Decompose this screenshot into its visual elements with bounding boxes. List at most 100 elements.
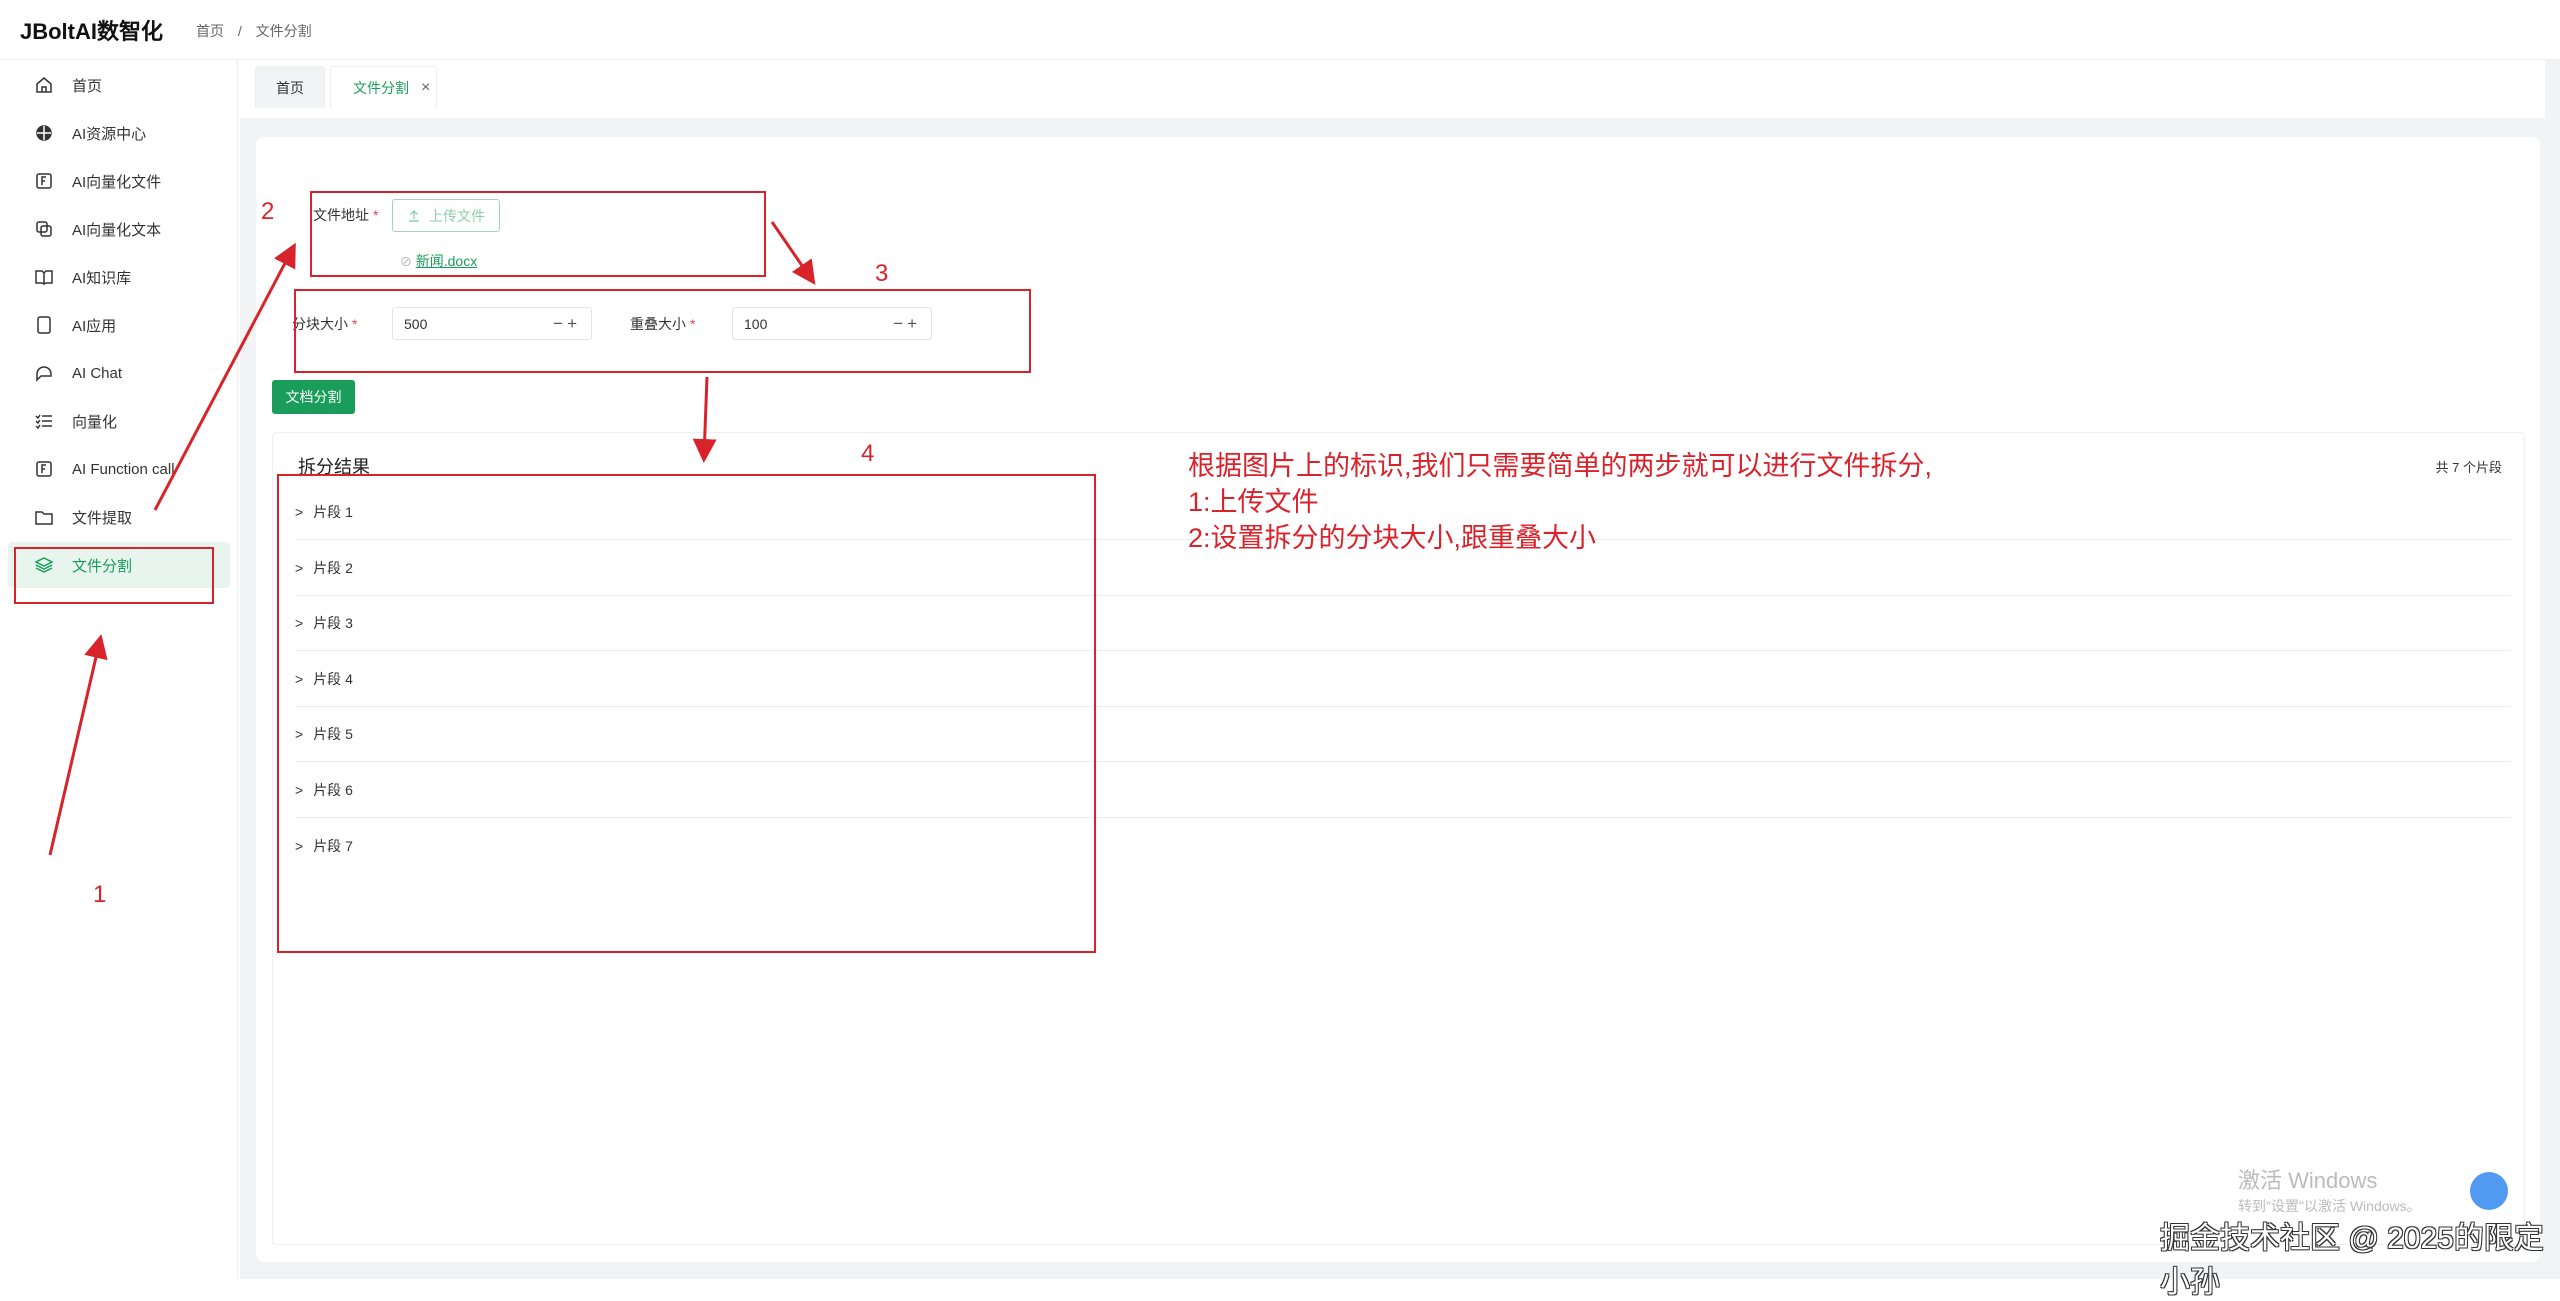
annotation-note: 根据图片上的标识,我们只需要简单的两步就可以进行文件拆分, 1:上传文件 2:设… [1188, 451, 1933, 553]
app-icon [34, 315, 54, 335]
windows-activation-title: 激活 Windows [2238, 1168, 2378, 1193]
tab-label: 首页 [276, 79, 304, 96]
upload-file-button[interactable]: 上传文件 [392, 199, 500, 232]
annotation-box-2 [310, 191, 766, 277]
breadcrumb-current: 文件分割 [255, 23, 312, 39]
segment-item[interactable]: > 片段 4 [295, 652, 2511, 707]
upload-icon [409, 209, 419, 222]
annotation-label-2: 2 [261, 198, 274, 225]
tab-bar: 首页 文件分割 × [240, 60, 2545, 118]
uploaded-file-link[interactable]: ⊘新闻.docx [400, 253, 478, 269]
sidebar-item[interactable]: AI Function call [8, 446, 230, 492]
sidebar-item-label: AI应用 [72, 317, 117, 335]
book-icon [34, 267, 54, 287]
list-icon [34, 411, 54, 431]
segment-label: 片段 7 [313, 837, 353, 854]
folder-icon [34, 507, 54, 527]
function-icon [34, 459, 54, 479]
annotation-label-4: 4 [861, 440, 874, 467]
sidebar: 首页 AI资源中心 AI向量化文件 AI向量化文本 AI知识库 AI应用 AI Chat 向量… [0, 60, 238, 1279]
tab-file-split[interactable]: 文件分割 × [330, 66, 437, 108]
floating-assistant-button[interactable] [2470, 1172, 2508, 1210]
sidebar-item[interactable]: AI向量化文件 [8, 158, 230, 204]
segment-label: 片段 6 [313, 781, 353, 798]
sidebar-item-label: 向量化 [72, 413, 118, 431]
chunk-size-label: 分块大小* [292, 316, 358, 332]
sidebar-item-label: AI Chat [72, 364, 123, 382]
breadcrumb: 首页 / 文件分割 [196, 21, 322, 41]
sidebar-item[interactable]: AI向量化文本 [8, 206, 230, 252]
annotation-arrow [48, 634, 108, 856]
sidebar-item[interactable]: AI应用 [8, 302, 230, 348]
paperclip-icon: ⊘ [400, 253, 412, 269]
app-logo: JBoltAI数智化 [20, 19, 164, 44]
file-f-icon [34, 171, 54, 191]
overlap-size-label: 重叠大小* [630, 316, 696, 332]
chat-icon [34, 363, 54, 383]
segment-item[interactable]: > 片段 3 [295, 596, 2511, 651]
layers-icon [34, 555, 54, 575]
sidebar-item[interactable]: AI资源中心 [8, 110, 230, 156]
sidebar-item[interactable]: AI知识库 [8, 254, 230, 300]
annotation-box-1 [14, 547, 214, 604]
stepper-controls[interactable]: −+ [553, 314, 581, 333]
segment-item[interactable]: > 片段 6 [295, 763, 2511, 818]
results-title: 拆分结果 [298, 457, 370, 477]
file-address-label: 文件地址* [313, 207, 379, 223]
annotation-label-3: 3 [875, 260, 888, 287]
chunk-size-stepper[interactable]: 500 −+ [392, 307, 592, 340]
chevron-right-icon[interactable]: > [295, 615, 304, 631]
annotation-label-1: 1 [93, 881, 106, 908]
chevron-right-icon[interactable]: > [295, 670, 304, 687]
close-icon[interactable]: × [421, 78, 431, 96]
sidebar-item[interactable]: 文件分割 [8, 542, 230, 588]
main-content: 首页 文件分割 × 文件地址* 上传文件 ⊘新闻.docx 分块大小* 500 −+… [240, 60, 2560, 1279]
chevron-right-icon[interactable]: > [295, 559, 304, 576]
breadcrumb-separator: / [237, 23, 242, 39]
credit-watermark: 掘金技术社区 @ 2025的限定小孙 [2160, 1222, 2544, 1299]
globe-icon [34, 123, 54, 143]
text-icon [34, 219, 54, 239]
sidebar-item[interactable]: 首页 [8, 62, 230, 108]
annotation-arrow [692, 376, 717, 463]
segment-count: 共 7 个片段 [2435, 460, 2502, 475]
chevron-right-icon[interactable]: > [295, 726, 304, 742]
segment-label: 片段 5 [313, 726, 353, 742]
chunk-size-value[interactable]: 500 [404, 315, 428, 332]
chevron-right-icon[interactable]: > [295, 781, 304, 798]
annotation-box-4 [277, 474, 1096, 953]
overlap-size-stepper[interactable]: 100 −+ [732, 307, 932, 340]
segment-item[interactable]: > 片段 1 [295, 485, 2511, 540]
annotation-box-3 [294, 289, 1031, 373]
sidebar-item-label: 首页 [72, 77, 103, 95]
overlap-size-value[interactable]: 100 [744, 315, 768, 332]
form-card: 文件地址* 上传文件 ⊘新闻.docx 分块大小* 500 −+ 重叠大小* 10… [256, 137, 2540, 1262]
sidebar-item-label: 文件提取 [72, 509, 133, 527]
segment-item[interactable]: > 片段 5 [295, 707, 2511, 762]
tab-home[interactable]: 首页 [255, 66, 325, 108]
segment-label: 片段 4 [313, 670, 353, 687]
sidebar-item[interactable]: 文件提取 [8, 494, 230, 540]
sidebar-item-label: AI Function call [72, 460, 175, 478]
annotation-arrow [153, 242, 296, 511]
stepper-controls[interactable]: −+ [893, 314, 921, 333]
segment-label: 片段 1 [313, 504, 353, 520]
top-header: JBoltAI数智化 首页 / 文件分割 [0, 0, 2560, 60]
annotation-arrow [770, 221, 816, 285]
split-document-button[interactable]: 文档分割 [272, 380, 355, 414]
segment-label: 片段 2 [313, 559, 353, 576]
chevron-right-icon[interactable]: > [295, 504, 304, 520]
tab-label: 文件分割 [353, 79, 409, 96]
sidebar-item[interactable]: AI Chat [8, 350, 230, 396]
sidebar-item[interactable]: 向量化 [8, 398, 230, 444]
chevron-right-icon[interactable]: > [295, 837, 304, 854]
segment-item[interactable]: > 片段 2 [295, 541, 2511, 596]
breadcrumb-home[interactable]: 首页 [196, 23, 224, 39]
segment-item[interactable]: > 片段 7 [295, 818, 2511, 873]
segment-label: 片段 3 [313, 615, 353, 631]
windows-activation-subtitle: 转到"设置"以激活 Windows。 [2238, 1198, 2421, 1214]
sidebar-item-label: AI向量化文件 [72, 173, 162, 191]
sidebar-item-label: AI知识库 [72, 269, 132, 287]
sidebar-item-label: 文件分割 [72, 557, 133, 575]
